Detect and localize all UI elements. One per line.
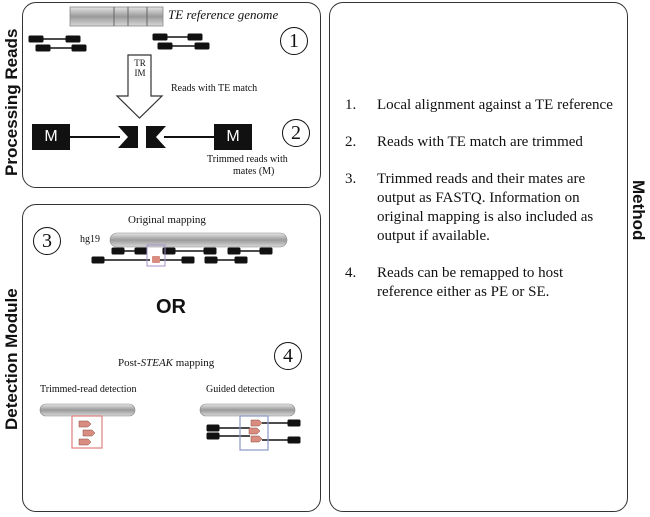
te-match-label: Reads with TE match [171, 83, 258, 94]
guided-detection-highlight [239, 415, 269, 451]
read-pair [152, 33, 203, 41]
step-text: Local alignment against a TE reference [377, 97, 613, 113]
method-panel [329, 2, 628, 512]
step-number: 1. [345, 97, 357, 113]
original-mapping-reads [91, 247, 273, 264]
hg19-chromosome [109, 232, 288, 248]
trimmed-read-pair-right [146, 126, 218, 148]
method-step: 2. Reads with TE match are trimmed [345, 133, 615, 152]
te-reference-genome [69, 6, 164, 27]
method-step: 1. Local alignment against a TE reference [345, 96, 615, 115]
step-text: Reads can be remapped to host reference … [377, 265, 564, 300]
trimmed-detection-highlight [71, 415, 103, 449]
te-reference-genome-label: TE reference genome [168, 7, 279, 22]
guided-detection-chromosome [199, 403, 296, 417]
trimmed-reads-label-line1: Trimmed reads with [207, 154, 288, 165]
step-4-marker: 4 [274, 342, 302, 370]
method-step: 4. Reads can be remapped to host referenc… [345, 264, 615, 302]
step-number: 2. [345, 134, 357, 150]
step-1-marker: 1 [280, 27, 308, 55]
te-fragments [78, 420, 96, 446]
trim-arrow [115, 54, 164, 119]
method-steps: 1. Local alignment against a TE reference… [345, 96, 615, 320]
original-mapping-label: Original mapping [128, 214, 206, 226]
trim-label: TRIM [134, 58, 146, 78]
method-step: 3. Trimmed reads and their mates are outp… [345, 170, 615, 246]
hg19-label: hg19 [80, 234, 100, 245]
mate-box-left: M [32, 124, 70, 150]
step-2-marker: 2 [282, 119, 310, 147]
step-text: Trimmed reads and their mates are output… [377, 171, 594, 244]
step-number: 3. [345, 171, 357, 187]
processing-panel [22, 2, 321, 188]
mate-box-right: M [214, 124, 252, 150]
original-mapping-highlight [146, 244, 166, 267]
read-pair [28, 35, 81, 43]
post-steak-mapping-label: Post-STEAK mapping [118, 357, 214, 369]
detection-panel [22, 204, 321, 512]
post-prefix: Post- [118, 357, 141, 369]
step-number: 4. [345, 265, 357, 281]
trimmed-read-pair-left [70, 126, 138, 148]
guided-detection-reads [206, 419, 301, 444]
post-tool: STEAK [140, 357, 174, 369]
te-fragments [248, 419, 263, 443]
te-fragment [152, 256, 160, 263]
post-suffix: mapping [173, 357, 215, 369]
trimmed-read-detection-label: Trimmed-read detection [40, 384, 137, 395]
step-text: Reads with TE match are trimmed [377, 134, 583, 150]
trimmed-detection-chromosome [39, 403, 136, 417]
guided-detection-label: Guided detection [206, 384, 275, 395]
step-3-marker: 3 [33, 227, 61, 255]
read-pair [35, 44, 87, 52]
read-pair [157, 42, 210, 50]
trimmed-reads-label-line2: mates (M) [233, 166, 275, 177]
or-label: OR [156, 296, 186, 318]
